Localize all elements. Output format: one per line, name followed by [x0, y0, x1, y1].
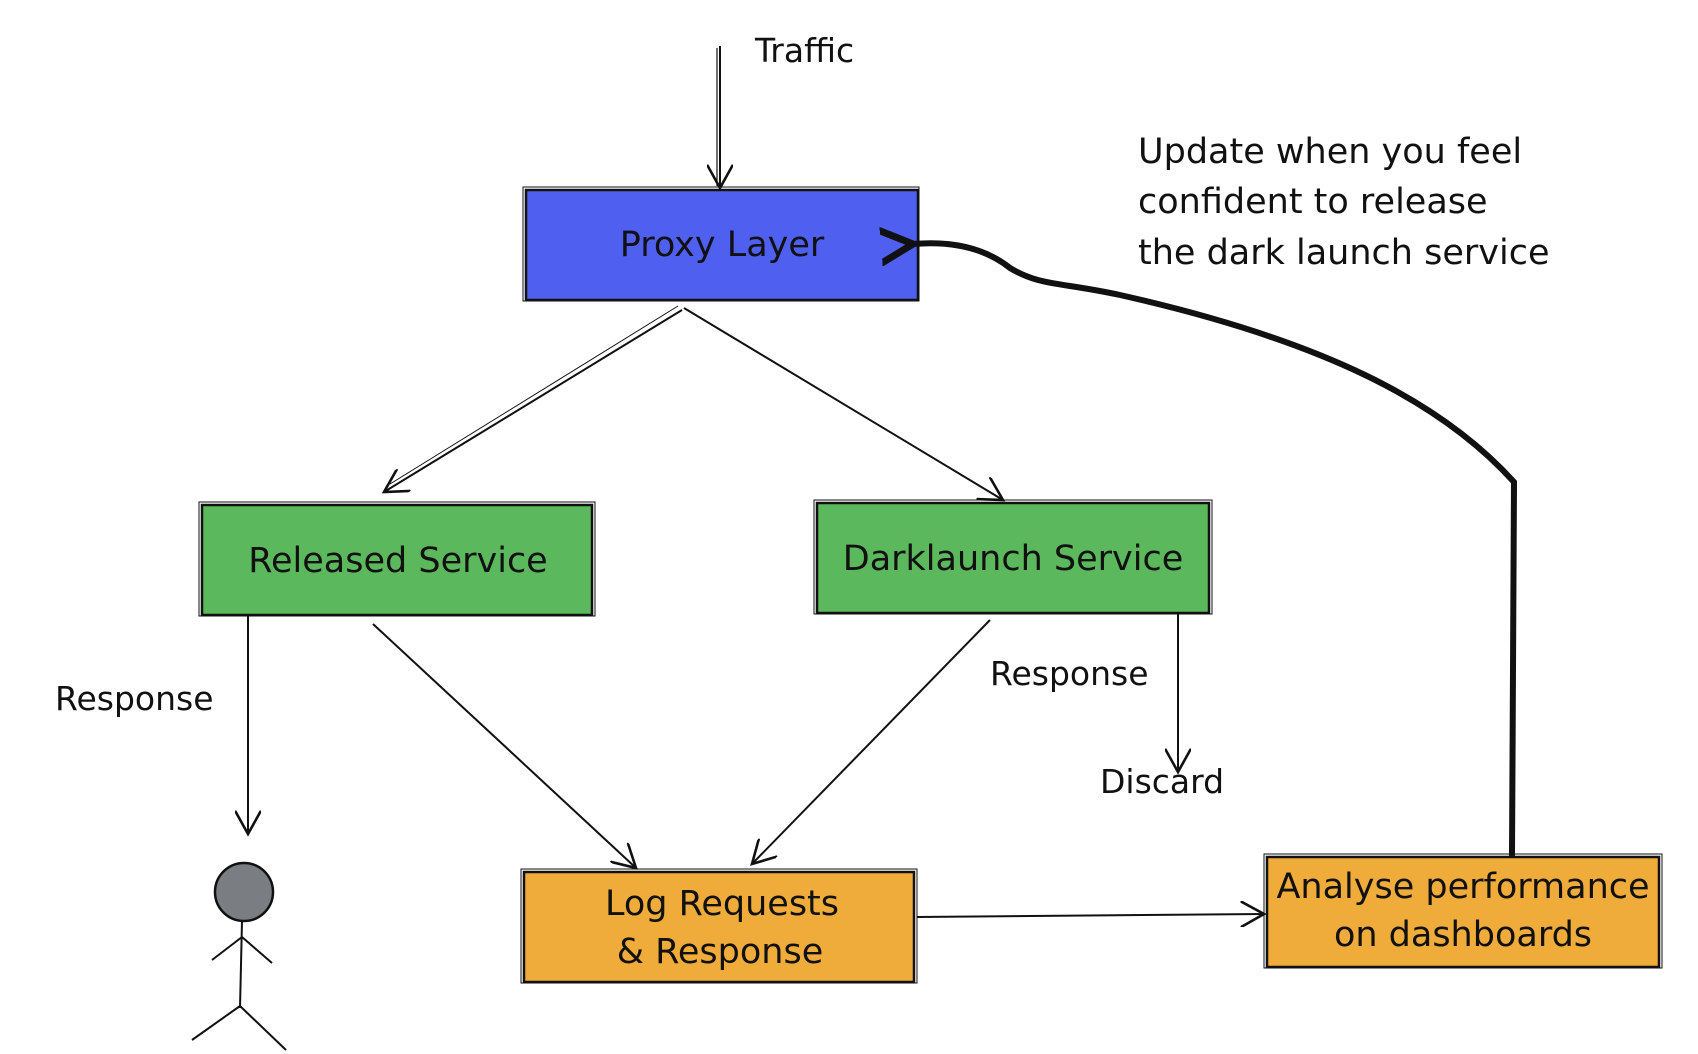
darklaunch-service-box: Darklaunch Service — [813, 499, 1213, 615]
log-requests-box: Log Requests & Response — [520, 868, 918, 984]
analyse-performance-label-line1: Analyse performance — [1276, 867, 1649, 907]
user-icon — [191, 861, 287, 1051]
discard-label: Discard — [1100, 762, 1224, 801]
update-note: Update when you feel confident to releas… — [1138, 132, 1549, 273]
traffic-label: Traffic — [754, 31, 854, 70]
released-to-log-arrow — [372, 623, 636, 868]
log-requests-label-line2: & Response — [617, 932, 824, 972]
traffic-arrow — [717, 46, 720, 188]
note-line2: confident to release — [1138, 182, 1488, 222]
analyse-performance-label-line2: on dashboards — [1334, 915, 1592, 955]
darklaunch-service-label: Darklaunch Service — [843, 539, 1184, 579]
proxy-to-released-arrow — [384, 309, 683, 492]
analyse-performance-box: Analyse performance on dashboards — [1263, 853, 1663, 969]
note-line1: Update when you feel — [1138, 132, 1522, 172]
log-requests-label-line1: Log Requests — [605, 884, 839, 924]
note-line3: the dark launch service — [1138, 233, 1549, 273]
proxy-layer-box: Proxy Layer — [522, 186, 920, 302]
feedback-arrow — [913, 243, 1518, 858]
response-label-right: Response — [990, 654, 1149, 693]
proxy-to-darklaunch-arrow — [683, 307, 1003, 500]
released-service-box: Released Service — [198, 501, 596, 617]
darklaunch-to-log-arrow — [752, 619, 991, 864]
response-label-left: Response — [55, 679, 214, 718]
log-to-analyse-arrow — [916, 914, 1264, 917]
released-service-label: Released Service — [248, 541, 547, 581]
proxy-layer-label: Proxy Layer — [620, 225, 825, 265]
